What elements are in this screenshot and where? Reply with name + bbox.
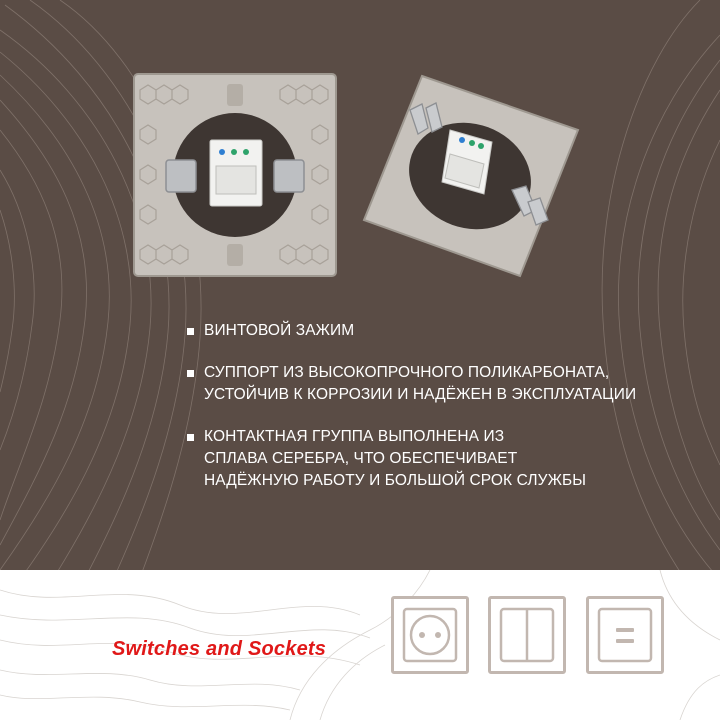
socket-icon [402, 607, 458, 663]
footer-contour-lines [0, 570, 720, 720]
socket-tile [391, 596, 469, 674]
feature-item-contacts: КОНТАКТНАЯ ГРУППА ВЫПОЛНЕНА ИЗ СПЛАВА СЕ… [186, 426, 666, 492]
double-switch-icon [499, 607, 555, 663]
feature-text: СУППОРТ ИЗ ВЫСОКОПРОЧНОГО ПОЛИКАРБОНАТА, [204, 364, 610, 381]
bullet-square-icon [187, 328, 194, 335]
bullet-square-icon [187, 434, 194, 441]
usb-socket-tile [586, 596, 664, 674]
product-image-front [133, 73, 337, 277]
product-image-angled [362, 74, 580, 278]
feature-text: СПЛАВА СЕРЕБРА, ЧТО ОБЕСПЕЧИВАЕТ [204, 450, 518, 467]
brand-tagline: Switches and Sockets [112, 638, 327, 660]
usb-socket-icon [597, 607, 653, 663]
feature-item-support: СУППОРТ ИЗ ВЫСОКОПРОЧНОГО ПОЛИКАРБОНАТА,… [186, 362, 666, 406]
footer-bar: Switches and Sockets [0, 570, 720, 720]
feature-text: КОНТАКТНАЯ ГРУППА ВЫПОЛНЕНА ИЗ [204, 428, 505, 445]
feature-text: УСТОЙЧИВ К КОРРОЗИИ И НАДЁЖЕН В ЭКСПЛУАТ… [204, 386, 637, 403]
feature-text: НАДЁЖНУЮ РАБОТУ И БОЛЬШОЙ СРОК СЛУЖБЫ [204, 472, 587, 489]
feature-item-screw-clamp: ВИНТОВОЙ ЗАЖИМ [186, 320, 666, 342]
double-switch-tile [488, 596, 566, 674]
feature-text: ВИНТОВОЙ ЗАЖИМ [204, 322, 355, 339]
feature-list: ВИНТОВОЙ ЗАЖИМ СУППОРТ ИЗ ВЫСОКОПРОЧНОГО… [186, 320, 666, 492]
bullet-square-icon [187, 370, 194, 377]
